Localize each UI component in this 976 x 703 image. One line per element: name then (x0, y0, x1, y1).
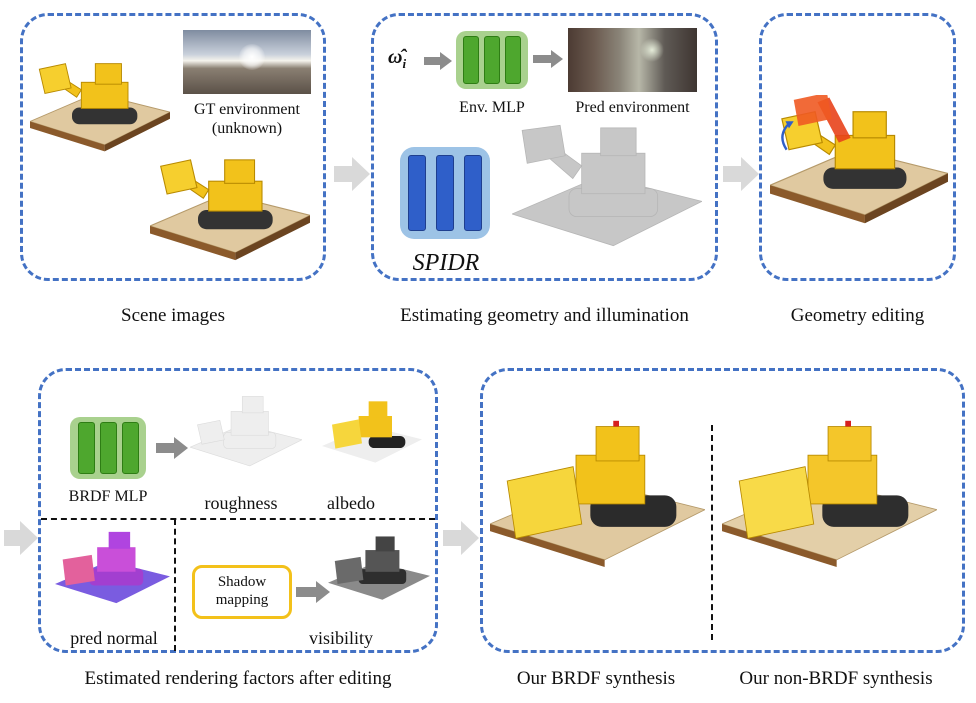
edited-loader-image (770, 95, 948, 224)
synthesis-panel (480, 368, 965, 653)
albedo-label: albedo (327, 493, 375, 513)
brdf-mlp-block (70, 417, 146, 479)
visibility-label: visibility (308, 628, 373, 648)
spidr-block (400, 147, 490, 239)
scene-images-panel (20, 13, 326, 281)
visibility-map (328, 536, 430, 600)
env-mlp-block (456, 31, 528, 89)
rendering-factors-caption: Estimated rendering factors after editin… (84, 668, 392, 689)
brdf-mlp-label: BRDF MLP (68, 488, 148, 505)
arrow-estimate-to-edit (723, 157, 759, 191)
env-mlp-label: Env. MLP (459, 99, 525, 116)
albedo-map (322, 401, 422, 463)
sun-glow (239, 44, 265, 70)
brdf-synthesis-caption: Our BRDF synthesis (516, 668, 676, 689)
synthesis-divider (711, 425, 713, 640)
factors-divider-horizontal (41, 518, 435, 520)
shadow-mapping-box: Shadow mapping (192, 565, 292, 619)
arrow-env-mlp-to-pred-env (533, 50, 563, 68)
arrow-into-factors (4, 521, 38, 555)
non-brdf-synthesis-image (722, 420, 937, 567)
estimate-caption: Estimating geometry and illumination (400, 305, 689, 326)
pred-environment-map (568, 28, 697, 92)
point-cloud-geometry (512, 124, 702, 247)
non-brdf-synthesis-caption: Our non-BRDF synthesis (739, 668, 933, 689)
spidr-label: SPIDR (412, 250, 480, 276)
scene-images-caption: Scene images (121, 305, 225, 326)
arrow-shadow-to-visibility (296, 581, 330, 603)
pred-normal-label: pred normal (70, 628, 158, 648)
omega-input-label: ω̂i (388, 46, 407, 71)
geometry-editing-panel (759, 13, 956, 281)
estimate-panel (371, 13, 718, 281)
rendering-factors-panel (38, 368, 438, 653)
arrow-brdf-mlp-to-roughness (156, 437, 188, 459)
pred-normal-map (55, 531, 170, 604)
roughness-map (190, 396, 302, 467)
gt-environment-map (183, 30, 311, 94)
arrow-factors-to-synthesis (443, 521, 479, 555)
brdf-synthesis-image (490, 420, 705, 567)
arrow-omega-to-env-mlp (424, 52, 452, 70)
loader-image-front (30, 63, 170, 152)
loader-image-side (150, 159, 310, 261)
gt-environment-label: GT environment (unknown) (194, 101, 300, 137)
arrow-scene-to-estimate (334, 157, 370, 191)
pred-environment-label: Pred environment (575, 99, 690, 116)
geometry-editing-caption: Geometry editing (790, 305, 925, 326)
factors-divider-vertical (174, 519, 176, 651)
roughness-label: roughness (204, 493, 278, 513)
